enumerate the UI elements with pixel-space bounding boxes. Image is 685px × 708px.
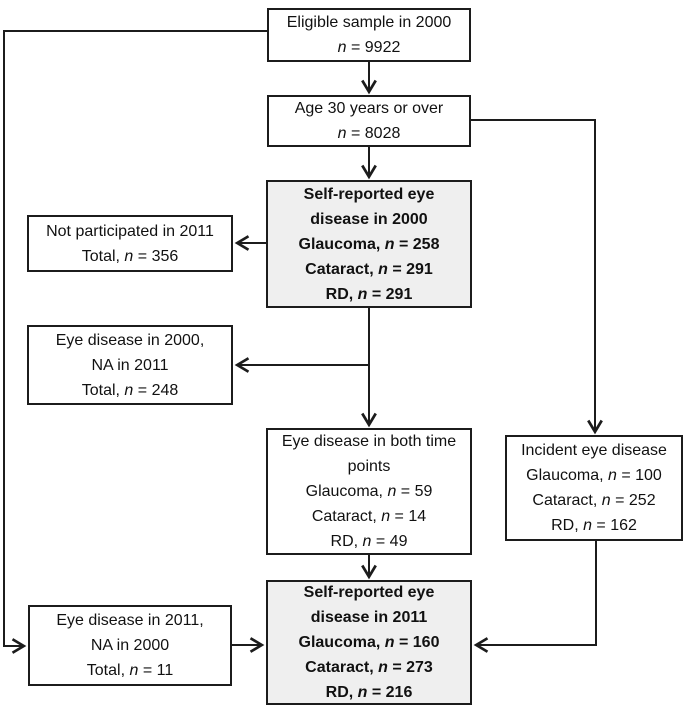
box-text-line: Age 30 years or over [294,100,444,117]
box-text-line: Eye disease in both time [281,433,457,450]
arrow-eligible-to-na-in-2000 [3,30,267,654]
box-text-line: NA in 2011 [91,356,169,374]
box-text-line: Cataract, n = 291 [305,260,433,278]
box-text-line: disease in 2011 [310,609,428,626]
box-text-line: points [347,458,391,475]
box-text-line: RD, n = 49 [330,533,408,550]
box-text-line: Eye disease in 2000, [55,331,205,349]
box-text-line: Glaucoma, n = 100 [526,467,662,484]
box-text-line: RD, n = 162 [551,517,637,534]
box-text-line: Glaucoma, n = 258 [298,235,440,253]
arrow-age30-to-incident [471,119,603,435]
box-text-line: n = 8028 [337,125,401,142]
box-eligible-sample: Eligible sample in 2000 n = 9922 [267,8,471,62]
box-text-line: Self-reported eye [303,185,435,203]
box-text-line: Cataract, n = 14 [311,508,427,525]
box-text-line: Total, n = 248 [81,381,179,399]
box-text-line: n = 9922 [337,39,401,56]
box-text-line: Glaucoma, n = 160 [298,634,440,651]
box-text-line: Cataract, n = 273 [305,659,433,676]
box-text-line: disease in 2000 [310,210,428,228]
box-text-line: Total, n = 11 [86,662,174,679]
box-text-line: Eye disease in 2011, [56,612,204,629]
box-text-line: Glaucoma, n = 59 [305,483,433,500]
box-age-30-or-over: Age 30 years or over n = 8028 [267,95,471,147]
box-text-line: NA in 2000 [90,637,170,654]
box-text-line: Not participated in 2011 [46,222,214,240]
box-text-line: RD, n = 216 [325,684,413,701]
arrow-incident-to-disease2011 [473,541,597,653]
box-text-line: Eligible sample in 2000 [286,14,452,31]
box-text-line: RD, n = 291 [325,285,413,303]
box-text-line: Incident eye disease [521,442,667,459]
box-text-line: Total, n = 356 [81,247,179,265]
box-text-line: Cataract, n = 252 [532,492,656,509]
box-text-line: Self-reported eye [303,584,435,601]
